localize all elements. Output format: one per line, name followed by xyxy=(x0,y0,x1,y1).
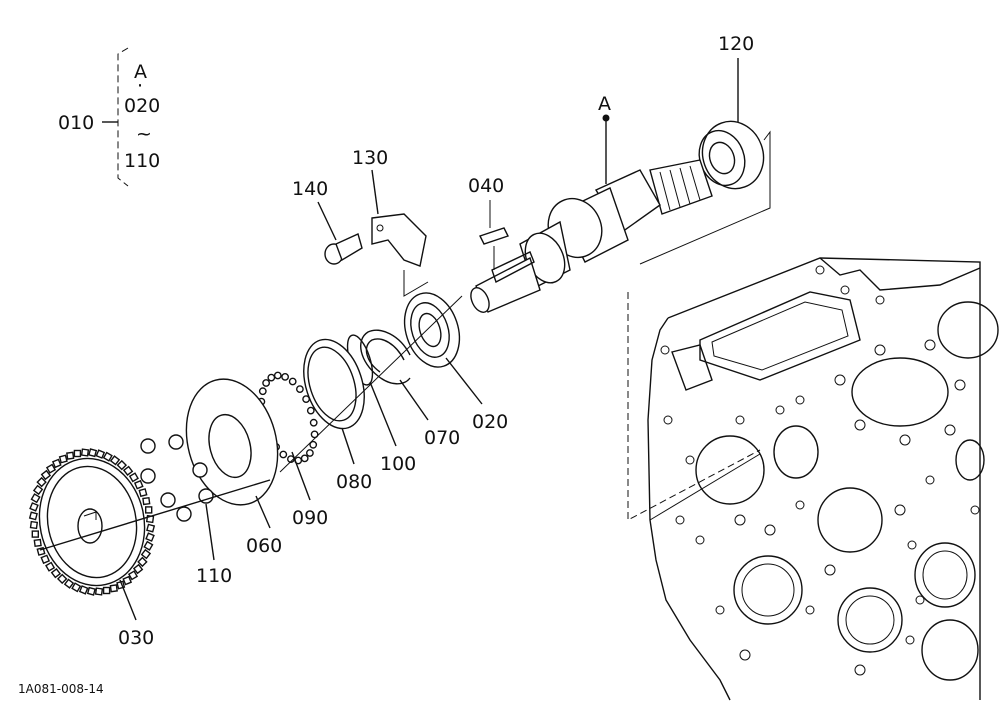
ball xyxy=(258,387,267,396)
gear-tooth xyxy=(63,578,75,589)
flange-060: 060 xyxy=(185,378,282,557)
gear-tooth xyxy=(36,476,47,488)
gear-tooth xyxy=(122,465,134,476)
label-group-A: A xyxy=(134,61,147,83)
gear-tooth xyxy=(31,530,39,538)
gear-tooth xyxy=(102,586,111,595)
label-group-tilde: ~ xyxy=(136,123,152,145)
label-130: 130 xyxy=(352,147,388,169)
label-group-110: 110 xyxy=(124,150,160,172)
gear-tooth xyxy=(50,568,62,579)
gear-tooth xyxy=(140,548,152,560)
gear-tooth xyxy=(94,587,104,596)
gear-tooth xyxy=(29,502,39,512)
ball xyxy=(306,406,315,415)
gear-tooth xyxy=(45,561,56,572)
gear-tooth xyxy=(33,538,42,548)
gear-tooth xyxy=(30,493,41,504)
ball xyxy=(305,449,314,457)
gear-tooth xyxy=(66,451,75,460)
gear-tooth xyxy=(80,448,90,457)
gear-tooth xyxy=(95,449,106,459)
gear-tooth xyxy=(58,454,68,464)
retainer-130: 130 xyxy=(352,147,429,297)
gear-tooth xyxy=(28,511,38,521)
balls-110: 110 xyxy=(140,434,232,587)
label-030: 030 xyxy=(118,627,154,649)
gear-tooth xyxy=(146,523,156,533)
gear-tooth xyxy=(32,484,44,496)
label-060: 060 xyxy=(246,535,282,557)
label-070: 070 xyxy=(424,427,460,449)
label-080: 080 xyxy=(336,471,372,493)
label-group-dot: · xyxy=(137,75,143,97)
gear-tooth xyxy=(109,584,118,593)
key-040: 040 xyxy=(468,175,509,270)
ball xyxy=(300,454,309,463)
gear-tooth xyxy=(88,448,98,458)
gear-tooth xyxy=(138,488,148,498)
gear-tooth xyxy=(127,570,139,581)
group-legend: 010 A · 020 ~ 110 xyxy=(58,47,160,187)
label-100: 100 xyxy=(380,453,416,475)
label-group-020: 020 xyxy=(124,95,160,117)
gear-tooth xyxy=(102,451,113,462)
gear-tooth xyxy=(133,479,144,490)
ball xyxy=(279,450,288,459)
gear-tooth xyxy=(40,554,51,565)
label-010: 010 xyxy=(58,112,94,134)
gear-tooth xyxy=(145,532,155,542)
label-020: 020 xyxy=(472,411,508,433)
label-120: 120 xyxy=(718,33,754,55)
gear-tooth xyxy=(122,575,133,586)
ball xyxy=(267,373,276,382)
ball xyxy=(309,418,318,427)
gear-tooth xyxy=(73,449,82,458)
ball xyxy=(288,377,297,386)
gear-tooth xyxy=(71,582,82,593)
gear-tooth xyxy=(40,469,52,481)
gear-tooth xyxy=(78,585,89,595)
gear-tooth xyxy=(56,573,68,585)
assembly-axis xyxy=(279,295,463,473)
gear-tooth xyxy=(132,563,144,575)
assembly-axis-rear xyxy=(649,453,761,521)
bearing-120: 120 xyxy=(639,33,771,265)
crankcase xyxy=(627,257,999,701)
ball xyxy=(310,430,319,439)
label-140: 140 xyxy=(292,178,328,200)
gear-tooth xyxy=(143,540,154,551)
gear-tooth xyxy=(144,506,153,514)
ball xyxy=(262,379,270,387)
gear-tooth xyxy=(51,458,62,469)
label-090: 090 xyxy=(292,507,328,529)
gear-tooth xyxy=(128,472,139,483)
gear-tooth xyxy=(109,455,121,466)
gear-tooth xyxy=(29,520,39,530)
gear-tooth xyxy=(137,556,148,568)
cam-gear-030: 030 xyxy=(28,448,271,649)
gear-tooth xyxy=(45,463,57,474)
ball xyxy=(295,385,304,393)
label-A: A xyxy=(598,93,611,115)
ball xyxy=(281,372,289,381)
camshaft: A xyxy=(470,93,713,313)
label-040: 040 xyxy=(468,175,504,197)
ball xyxy=(302,395,310,403)
ball xyxy=(309,440,318,449)
bolt-140: 140 xyxy=(292,178,363,265)
gear-tooth xyxy=(86,586,96,596)
thrust-plate-080: 080 xyxy=(303,338,372,493)
figure-code: 1A081-008-14 xyxy=(18,682,104,696)
label-090-group: 090 xyxy=(291,451,328,529)
gear-tooth xyxy=(116,459,128,471)
gear-tooth xyxy=(142,496,151,506)
label-110: 110 xyxy=(196,565,232,587)
ball xyxy=(273,371,282,380)
